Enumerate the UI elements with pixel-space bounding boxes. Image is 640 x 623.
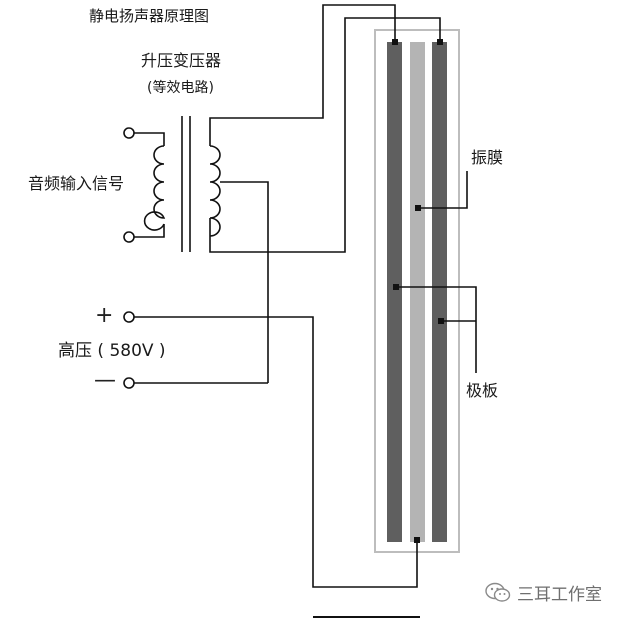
primary-coil: [143, 145, 166, 231]
plates-leader: [396, 286, 477, 373]
rear-plate: [432, 42, 447, 542]
transformer-label: 升压变压器: [141, 51, 222, 70]
hv-plus-sign: +: [95, 303, 114, 328]
hv-terminal-minus: [123, 377, 135, 389]
plates-label: 极板: [466, 381, 499, 400]
diaphragm-leader: [418, 171, 468, 209]
diaphragm: [410, 42, 425, 542]
leader-lines: [393, 171, 477, 373]
input-terminal-top: [123, 127, 135, 139]
diagram-title: 静电扬声器原理图: [89, 7, 210, 25]
secondary-coil: [209, 145, 221, 237]
hv-circuit: [123, 311, 418, 588]
wechat-logo-icon: [485, 582, 511, 602]
connection-dots: [392, 39, 443, 543]
watermark: 三耳工作室: [485, 580, 602, 605]
secondary-circuit: [209, 4, 441, 383]
input-terminal-bottom: [123, 231, 135, 243]
hv-minus-sign: —: [94, 368, 116, 393]
audio-input-label: 音频输入信号: [28, 174, 125, 193]
diaphragm-label: 振膜: [471, 148, 504, 167]
high-voltage-label: 高压 ( 580V ): [58, 341, 166, 361]
transformer-subtitle: (等效电路): [147, 80, 214, 96]
watermark-text: 三耳工作室: [517, 585, 602, 605]
front-plate: [387, 42, 402, 542]
primary-circuit: [123, 127, 166, 243]
hv-terminal-plus: [123, 311, 135, 323]
